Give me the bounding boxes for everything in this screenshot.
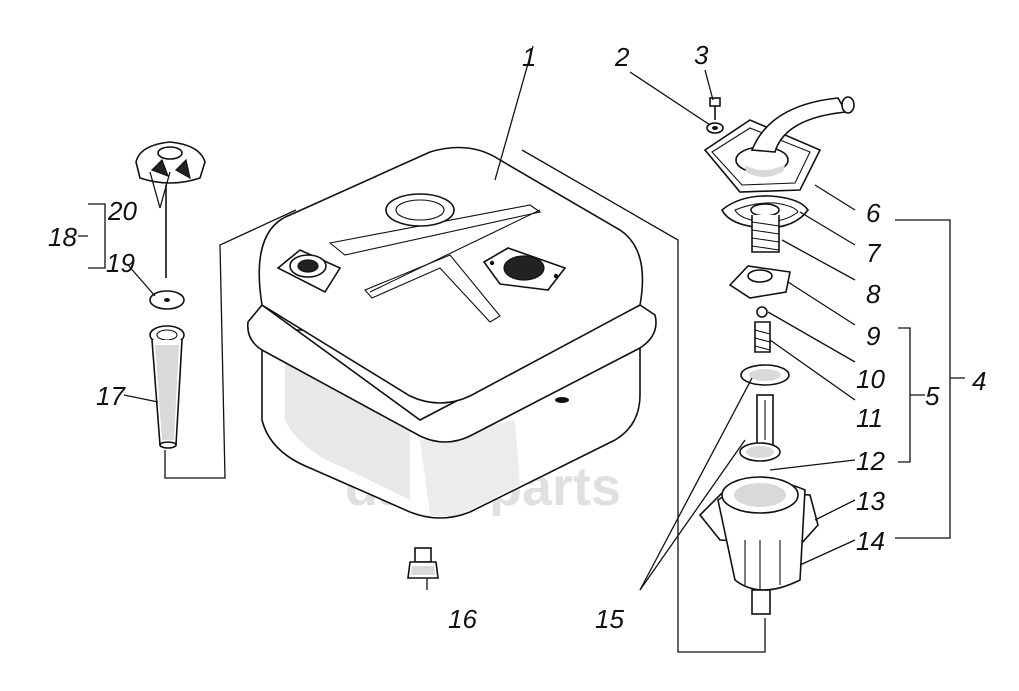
callout-17: 17 xyxy=(96,381,126,411)
filter-disc xyxy=(740,364,790,386)
callout-13: 13 xyxy=(856,486,885,516)
callout-12: 12 xyxy=(856,446,885,476)
callout-18: 18 xyxy=(48,222,77,252)
callout-labels: 1 2 3 4 5 6 7 8 9 10 11 12 13 14 15 16 1… xyxy=(48,40,986,634)
callout-8: 8 xyxy=(866,279,881,309)
callout-6: 6 xyxy=(866,198,881,228)
callout-20: 20 xyxy=(107,196,137,226)
callout-3: 3 xyxy=(694,40,709,70)
callout-1: 1 xyxy=(522,42,536,72)
sender-cover-pipe xyxy=(703,96,855,193)
callout-14: 14 xyxy=(856,526,885,556)
callout-15: 15 xyxy=(595,604,624,634)
drain-plug xyxy=(407,547,439,579)
callout-10: 10 xyxy=(856,364,885,394)
callout-7: 7 xyxy=(866,238,882,268)
callout-9: 9 xyxy=(866,321,880,351)
valve-ball xyxy=(756,306,768,318)
filler-cap-dipstick xyxy=(135,141,206,278)
sender-housing xyxy=(698,476,819,615)
callout-4: 4 xyxy=(972,366,986,396)
callout-16: 16 xyxy=(448,604,477,634)
callout-11: 11 xyxy=(856,403,883,433)
spring xyxy=(750,203,780,253)
callout-5: 5 xyxy=(925,381,940,411)
fuel-tank xyxy=(246,146,657,519)
callout-2: 2 xyxy=(614,42,630,72)
washer xyxy=(149,290,185,310)
callout-19: 19 xyxy=(106,248,135,278)
lock-washer xyxy=(706,122,724,134)
valve-spring xyxy=(754,321,771,353)
filler-strainer xyxy=(149,325,185,449)
leader-lines xyxy=(78,45,965,653)
valve-cap xyxy=(728,265,791,299)
screw xyxy=(709,97,721,120)
valve-body xyxy=(739,394,781,462)
